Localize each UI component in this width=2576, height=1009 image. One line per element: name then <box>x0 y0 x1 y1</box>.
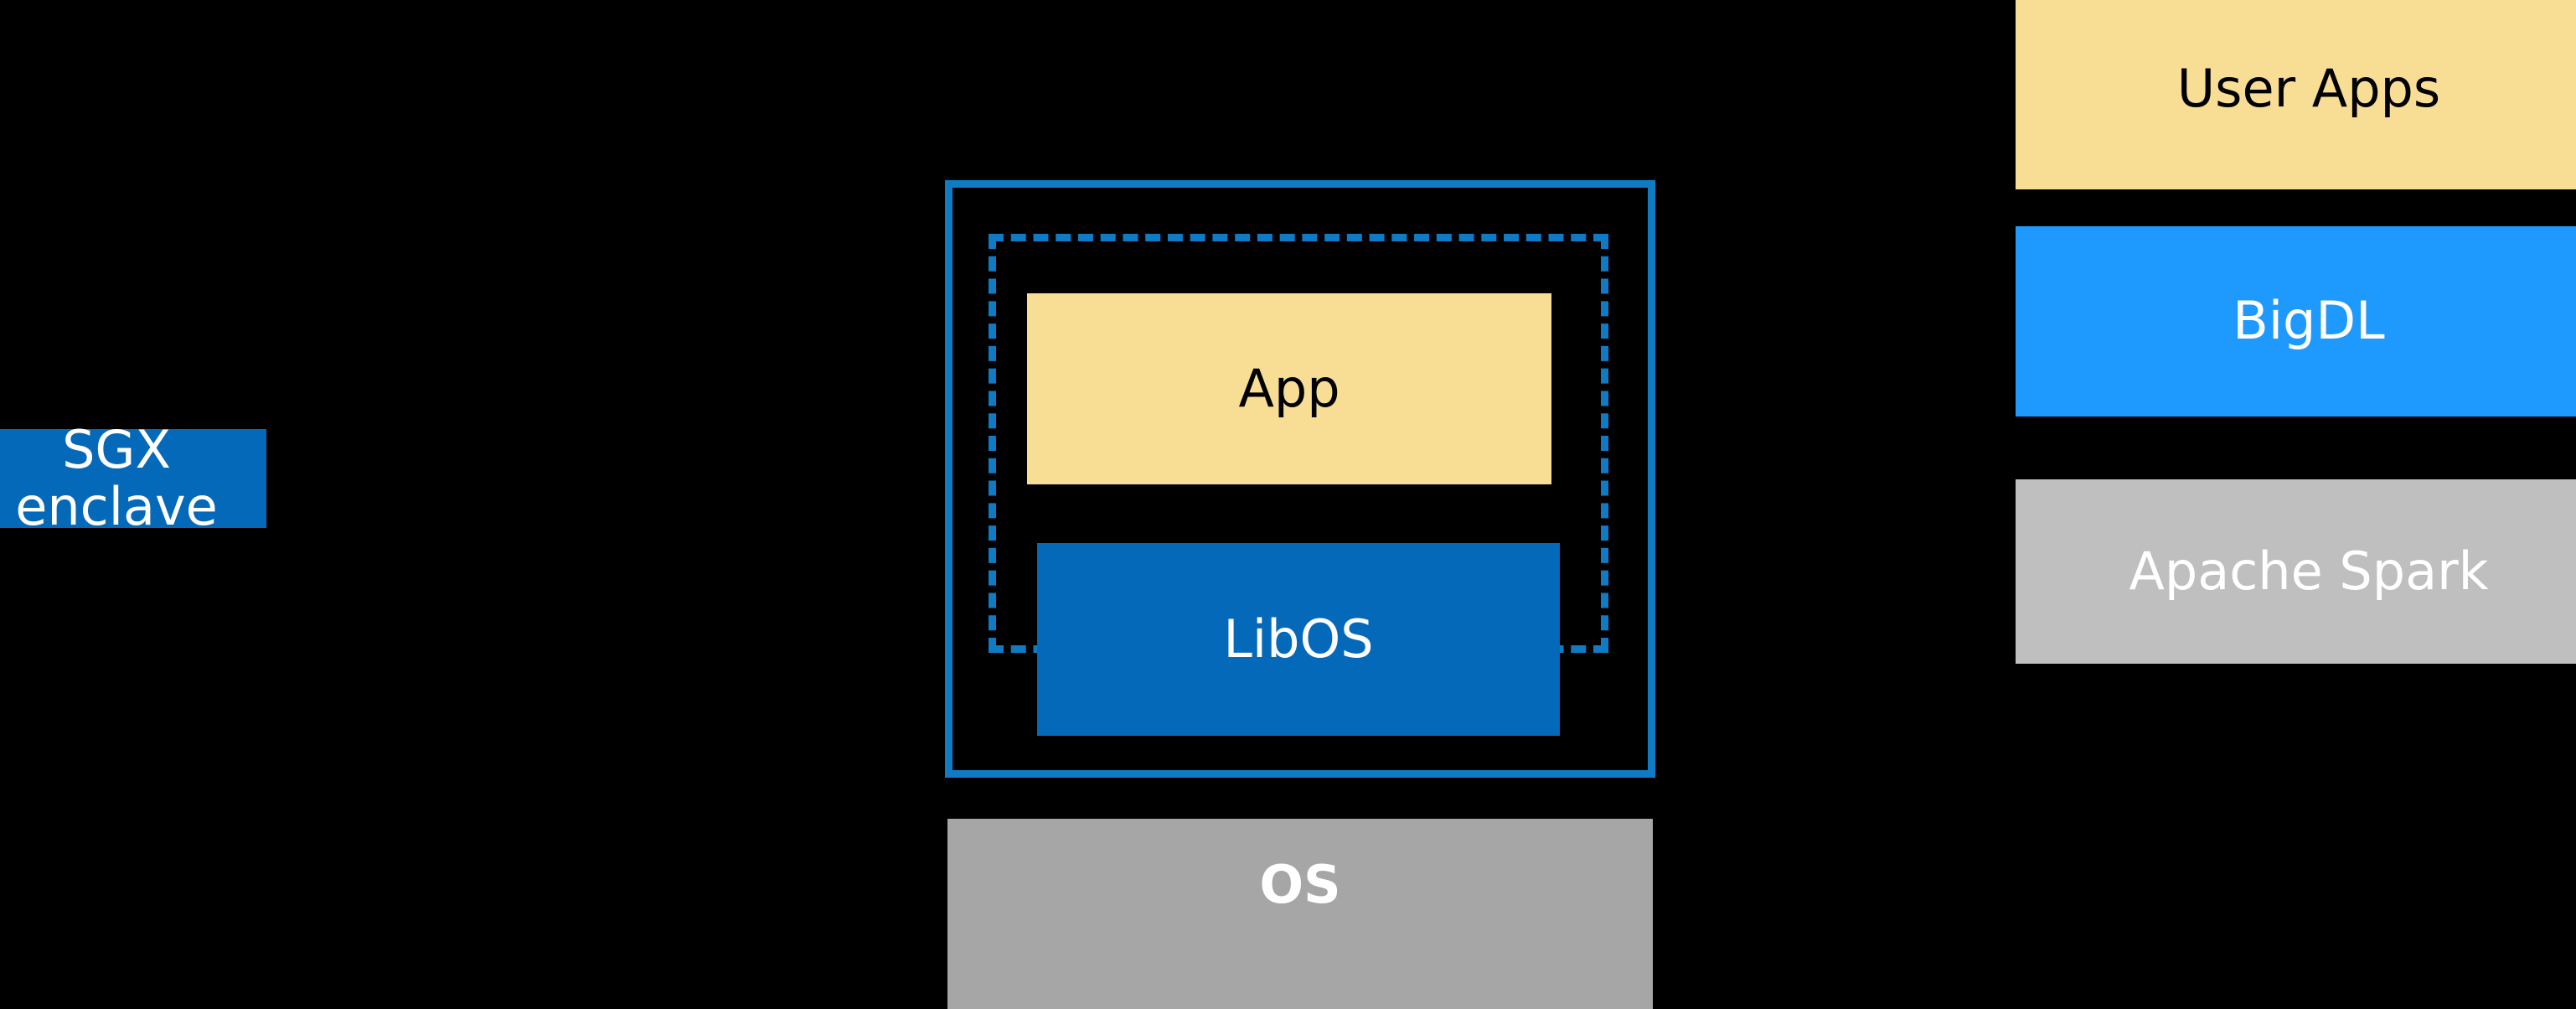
os-label: OS <box>1259 854 1341 915</box>
sgx-enclave-box[interactable]: SGX enclave <box>0 421 266 536</box>
bigdl-box[interactable]: BigDL <box>2016 226 2576 417</box>
sgx-enclave-label: SGX enclave <box>15 418 218 537</box>
libos-label: LibOS <box>1223 608 1374 670</box>
enclave-frame <box>945 180 1655 778</box>
user-apps-label: User Apps <box>2176 57 2441 119</box>
app-label: App <box>1238 357 1340 419</box>
user-apps-box[interactable]: User Apps <box>2016 0 2576 189</box>
apache-spark-box[interactable]: Apache Spark <box>2016 479 2576 664</box>
connector-libos-to-right-stack <box>1608 441 2016 552</box>
apache-spark-label: Apache Spark <box>2129 540 2489 602</box>
libos-box[interactable]: LibOS <box>1037 543 1560 736</box>
bigdl-label: BigDL <box>2233 290 2385 352</box>
app-box[interactable]: App <box>1027 293 1551 484</box>
os-box[interactable]: OS <box>947 819 1653 1009</box>
